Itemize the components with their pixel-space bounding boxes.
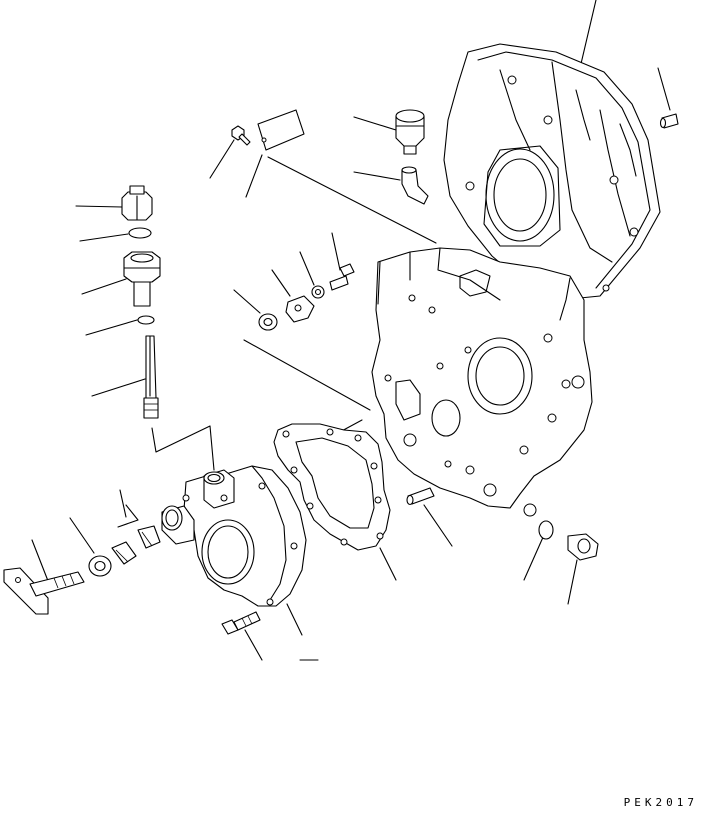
lever-shaft [4,568,84,614]
front-case [372,248,592,516]
washer-set [259,264,354,330]
o-ring-2 [138,316,154,324]
pump-case [162,466,306,606]
dowel-pin-top [661,114,679,128]
main-housing [444,44,660,300]
bolt-and-plate-top [232,110,304,150]
needle-bearings [112,526,160,564]
drive-shaft [144,336,158,418]
drain-plug [568,534,598,560]
drawing-code: PEK2017 [623,796,698,809]
elbow-fitting [402,167,428,204]
bolt-lower [222,612,260,634]
thrust-washer [89,556,111,576]
valve-top [396,110,424,154]
cap-nut [122,186,152,220]
o-ring-3 [539,521,553,539]
dowel-pin-middle [407,488,434,505]
o-ring-1 [129,228,151,238]
gasket [274,424,390,550]
sleeve [124,252,160,306]
leader-lines [32,0,670,660]
